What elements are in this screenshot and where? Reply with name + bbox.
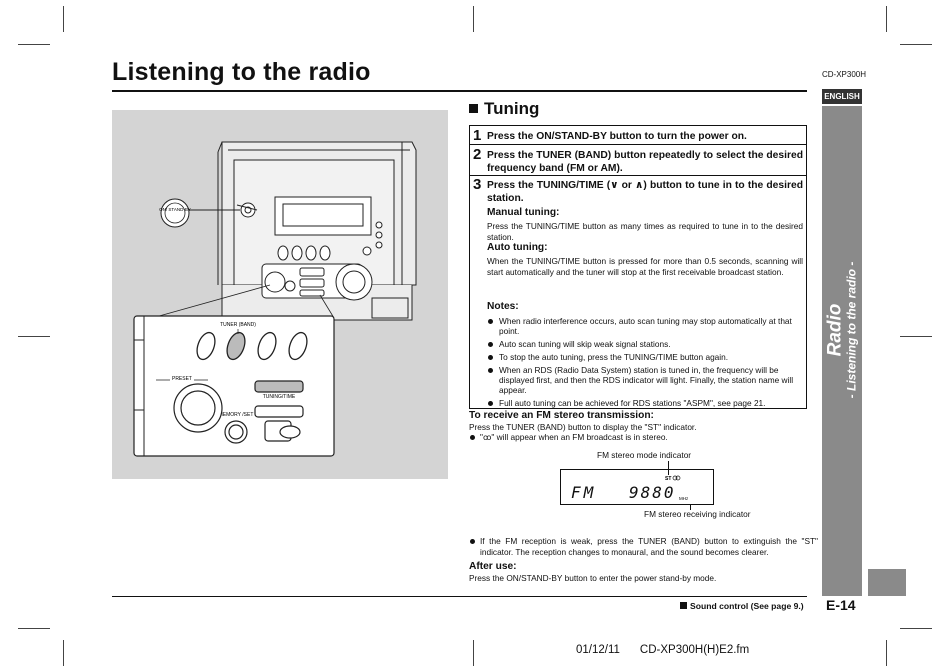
crop-mark <box>886 640 887 666</box>
square-bullet-icon <box>469 104 478 113</box>
sidebar-section-title: Radio <box>824 303 846 357</box>
stereo-icon <box>672 475 681 481</box>
model-number: CD-XP300H <box>822 70 867 79</box>
step-text: Press the TUNING/TIME (∨ or ∧) button to… <box>487 180 803 204</box>
callout-power-label: ON/ STAND-BY <box>159 207 191 212</box>
after-use-text: Press the ON/STAND-BY button to enter th… <box>469 573 717 583</box>
footer-rule <box>112 596 807 597</box>
lcd-unit: MHz <box>679 496 689 501</box>
fm-stereo-line1: Press the TUNER (BAND) button to display… <box>469 422 697 432</box>
callout-tuning-time-label: TUNING/TIME <box>263 394 296 400</box>
crop-mark <box>473 6 474 32</box>
crop-mark <box>900 628 932 629</box>
page-number: E-14 <box>826 597 856 613</box>
page-title: Listening to the radio <box>112 58 371 86</box>
step-text: Press the ON/STAND-BY button to turn the… <box>487 131 747 142</box>
list-item: Full auto tuning can be achieved for RDS… <box>487 398 803 408</box>
list-item: When an RDS (Radio Data System) station … <box>487 365 803 396</box>
crop-mark <box>18 628 50 629</box>
indicator-leader-line <box>690 504 691 510</box>
step-number: 3 <box>473 176 482 193</box>
notes-heading: Notes: <box>487 301 519 312</box>
step-number: 2 <box>473 146 482 163</box>
sidebar-label: Radio - Listening to the radio - <box>824 261 859 399</box>
fm-receiving-indicator-caption: FM stereo receiving indicator <box>644 509 751 519</box>
language-tab: ENGLISH <box>822 89 862 104</box>
sidebar-section-subtitle: - Listening to the radio - <box>844 261 859 399</box>
notes-list: When radio interference occurs, auto sca… <box>487 316 803 411</box>
callout-preset-label: PRESET <box>172 376 192 382</box>
square-bullet-icon <box>680 602 687 609</box>
lcd-band: FM <box>571 483 596 502</box>
stereo-unit-drawing: ON/ STAND-BY TUNER (BAND) PRESET TUNING/… <box>133 141 417 457</box>
unit-illustration: ON/ STAND-BY TUNER (BAND) PRESET TUNING/… <box>112 110 448 479</box>
list-item: To stop the auto tuning, press the TUNIN… <box>487 352 803 362</box>
crop-mark <box>63 6 64 32</box>
callout-memory-set-label: MEMORY /SET <box>219 412 254 418</box>
sound-control-reference: Sound control (See page 9.) <box>680 601 804 611</box>
step-divider <box>470 144 806 145</box>
crop-mark <box>900 44 932 45</box>
tuning-heading-text: Tuning <box>484 99 540 118</box>
fm-stereo-heading: To receive an FM stereo transmission: <box>469 410 654 421</box>
lcd-frequency: 9880 <box>629 483 676 502</box>
crop-mark <box>886 6 887 32</box>
st-indicator: ST <box>665 476 671 482</box>
sound-control-text: Sound control (See page 9.) <box>690 601 804 611</box>
crop-mark <box>473 640 474 666</box>
section-sidebar <box>822 106 862 596</box>
step-number: 1 <box>473 127 482 144</box>
list-item: Auto scan tuning will skip weak signal s… <box>487 339 803 349</box>
crop-mark <box>18 336 50 337</box>
after-use-heading: After use: <box>469 561 517 572</box>
fm-mode-indicator-caption: FM stereo mode indicator <box>597 450 692 460</box>
auto-tuning-heading: Auto tuning: <box>487 242 548 253</box>
manual-tuning-heading: Manual tuning: <box>487 207 560 218</box>
page-tab-marker <box>868 569 906 596</box>
crop-mark <box>18 44 50 45</box>
weak-reception-note: If the FM reception is weak, press the T… <box>469 536 818 557</box>
fm-display-panel: ST FM 9880 MHz <box>560 469 714 505</box>
header-rule <box>112 90 807 92</box>
auto-tuning-text: When the TUNING/TIME button is pressed f… <box>487 256 803 277</box>
step-divider <box>470 175 806 176</box>
tuning-steps-box: 1 Press the ON/STAND-BY button to turn t… <box>469 125 807 409</box>
list-item: When radio interference occurs, auto sca… <box>487 316 803 336</box>
manual-tuning-text: Press the TUNING/TIME button as many tim… <box>487 221 803 242</box>
tuning-heading: Tuning <box>469 99 539 119</box>
lcd-display: ST FM 9880 MHz <box>571 475 689 502</box>
crop-mark <box>900 336 932 337</box>
crop-mark <box>63 640 64 666</box>
print-footer: 01/12/11 CD-XP300H(H)E2.fm <box>576 644 749 656</box>
footer-filename: CD-XP300H(H)E2.fm <box>639 644 750 656</box>
indicator-leader-line <box>668 461 669 475</box>
fm-stereo-line2: "ꝏ" will appear when an FM broadcast is … <box>469 432 805 442</box>
footer-date: 01/12/11 <box>576 644 620 656</box>
callout-tuner-band-label: TUNER (BAND) <box>220 322 256 328</box>
step-text: Press the TUNER (BAND) button repeatedly… <box>487 150 803 174</box>
